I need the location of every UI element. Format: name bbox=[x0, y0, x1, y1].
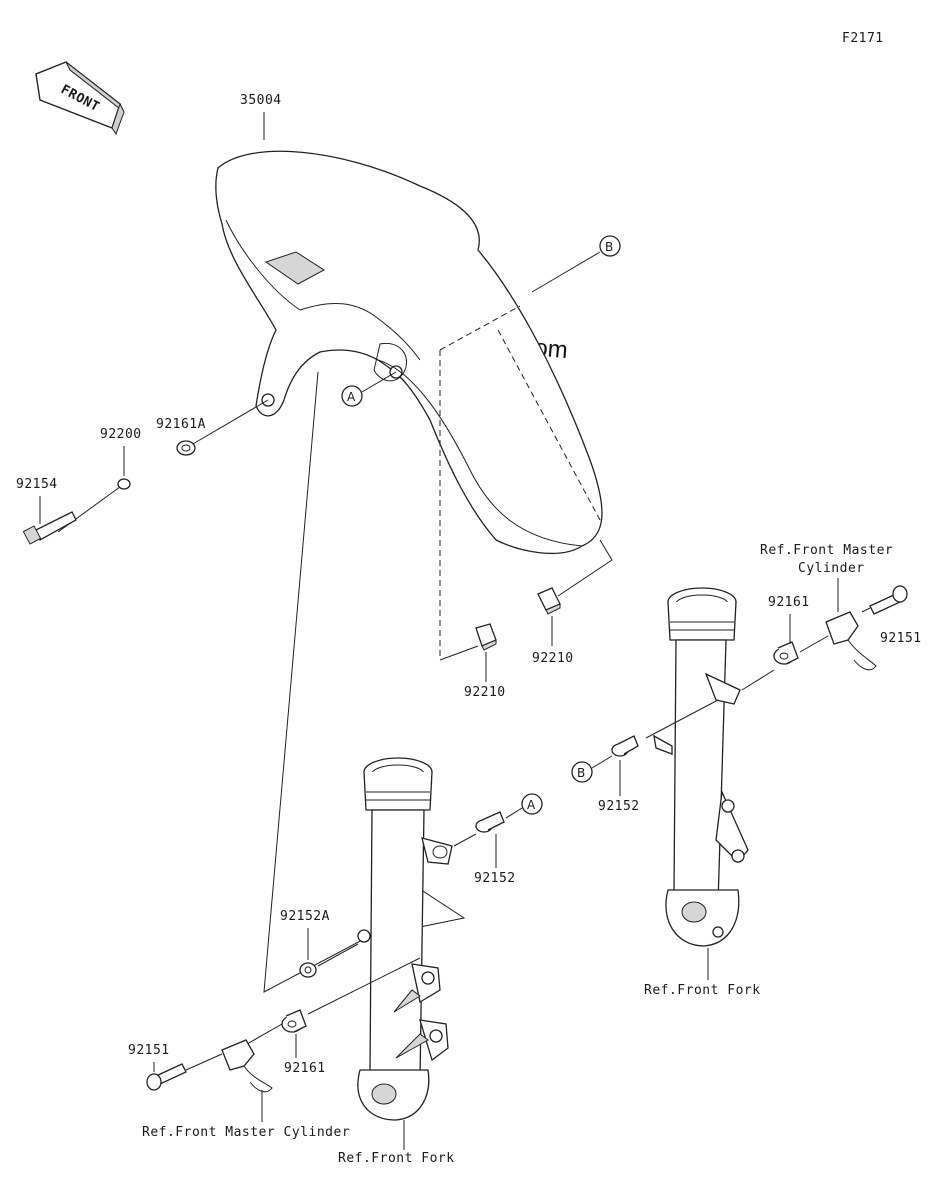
label-92152A: 92152A bbox=[280, 909, 330, 924]
figure-id: F2171 bbox=[842, 31, 884, 46]
label-ref-front-fork-right: Ref.Front Fork bbox=[644, 983, 761, 998]
front-fork-left bbox=[357, 757, 453, 1121]
callout-a-fork bbox=[521, 793, 543, 815]
label-35004: 35004 bbox=[240, 93, 282, 108]
nut-92210-left bbox=[475, 623, 497, 651]
bolt-92152-b bbox=[611, 735, 639, 757]
front-fork-right bbox=[653, 587, 749, 947]
label-ref-master-cyl-left: Ref.Front Master Cylinder bbox=[142, 1125, 350, 1140]
callout-a-fender bbox=[341, 385, 363, 407]
callout-b-fender bbox=[599, 235, 621, 257]
label-92210-left: 92210 bbox=[464, 685, 506, 700]
washer-92200 bbox=[117, 478, 131, 490]
callout-b-fender-label: B bbox=[605, 240, 613, 254]
label-ref-front-fork-left: Ref.Front Fork bbox=[338, 1151, 455, 1166]
master-cylinder-clamp-right bbox=[825, 611, 877, 671]
collar-92152A bbox=[299, 962, 317, 978]
label-ref-master-cyl-right-1: Ref.Front Master bbox=[760, 543, 893, 558]
nut-92210-right bbox=[537, 587, 561, 615]
callout-a-fork-label: A bbox=[527, 798, 536, 812]
bolt-92154 bbox=[22, 511, 77, 545]
label-92161-left: 92161 bbox=[284, 1061, 326, 1076]
label-ref-master-cyl-right-2: Cylinder bbox=[798, 561, 865, 576]
label-92151-right: 92151 bbox=[880, 631, 922, 646]
collar-92161A bbox=[176, 440, 196, 456]
callout-a-fender-label: A bbox=[347, 390, 356, 404]
label-92154: 92154 bbox=[16, 477, 58, 492]
label-92161-right: 92161 bbox=[768, 595, 810, 610]
label-92200: 92200 bbox=[100, 427, 142, 442]
front-arrow-badge: FRONT bbox=[35, 61, 125, 136]
bolt-92151-left bbox=[146, 1063, 187, 1091]
label-92210-right: 92210 bbox=[532, 651, 574, 666]
master-cylinder-clamp-left bbox=[221, 1039, 273, 1093]
bolt-92152-a bbox=[475, 811, 505, 833]
label-92151-left: 92151 bbox=[128, 1043, 170, 1058]
label-92152-b: 92152 bbox=[598, 799, 640, 814]
label-92161A: 92161A bbox=[156, 417, 206, 432]
bolt-92151-right bbox=[869, 585, 908, 615]
collar-92161-right bbox=[773, 641, 799, 665]
callout-b-fork bbox=[571, 761, 593, 783]
collar-92161-left bbox=[281, 1009, 307, 1033]
callout-b-fork-label: B bbox=[577, 766, 585, 780]
front-fender bbox=[215, 150, 603, 555]
label-92152-a: 92152 bbox=[474, 871, 516, 886]
